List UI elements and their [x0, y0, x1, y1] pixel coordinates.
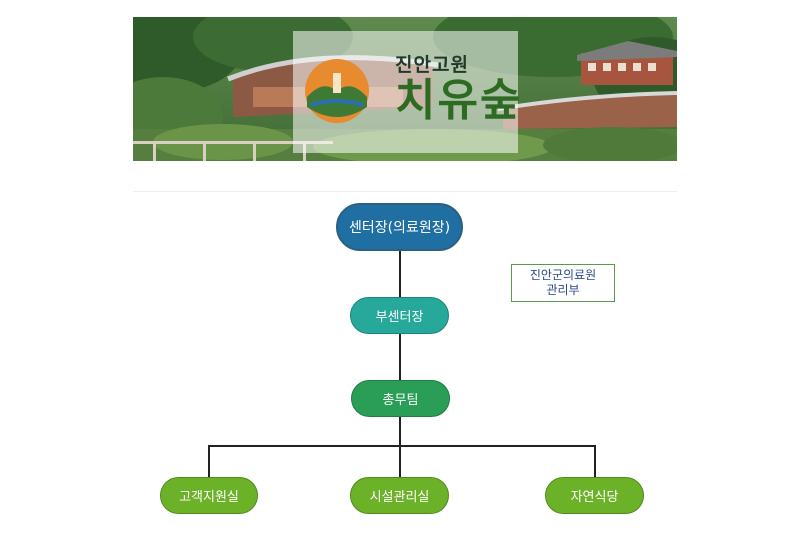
node-deputy: 부센터장	[350, 297, 449, 334]
logo-brand: 치유숲	[395, 75, 523, 126]
connector-unit-center	[399, 445, 401, 477]
affiliation-line1: 진안군의료원	[529, 268, 597, 282]
node-general-team: 총무팀	[351, 380, 450, 417]
node-unit-customer-support: 고객지원실	[160, 477, 258, 514]
node-unit-facility: 시설관리실	[350, 477, 449, 514]
connector-director-deputy	[399, 251, 401, 297]
affiliation-line2: 관리부	[546, 283, 580, 297]
connector-unit-right	[594, 445, 596, 477]
affiliation-box: 진안군의료원 관리부	[511, 264, 615, 302]
section-divider	[133, 191, 677, 192]
header-banner: 진안고원 치유숲	[133, 17, 677, 161]
logo-emblem-icon	[305, 59, 369, 123]
connector-deputy-team	[399, 334, 401, 380]
connector-team-units	[399, 417, 401, 446]
connector-horizontal	[208, 445, 595, 447]
connector-unit-left	[208, 445, 210, 477]
node-unit-dining: 자연식당	[545, 477, 644, 514]
node-director: 센터장(의료원장)	[336, 203, 463, 251]
logo-title: 진안고원	[395, 54, 469, 76]
